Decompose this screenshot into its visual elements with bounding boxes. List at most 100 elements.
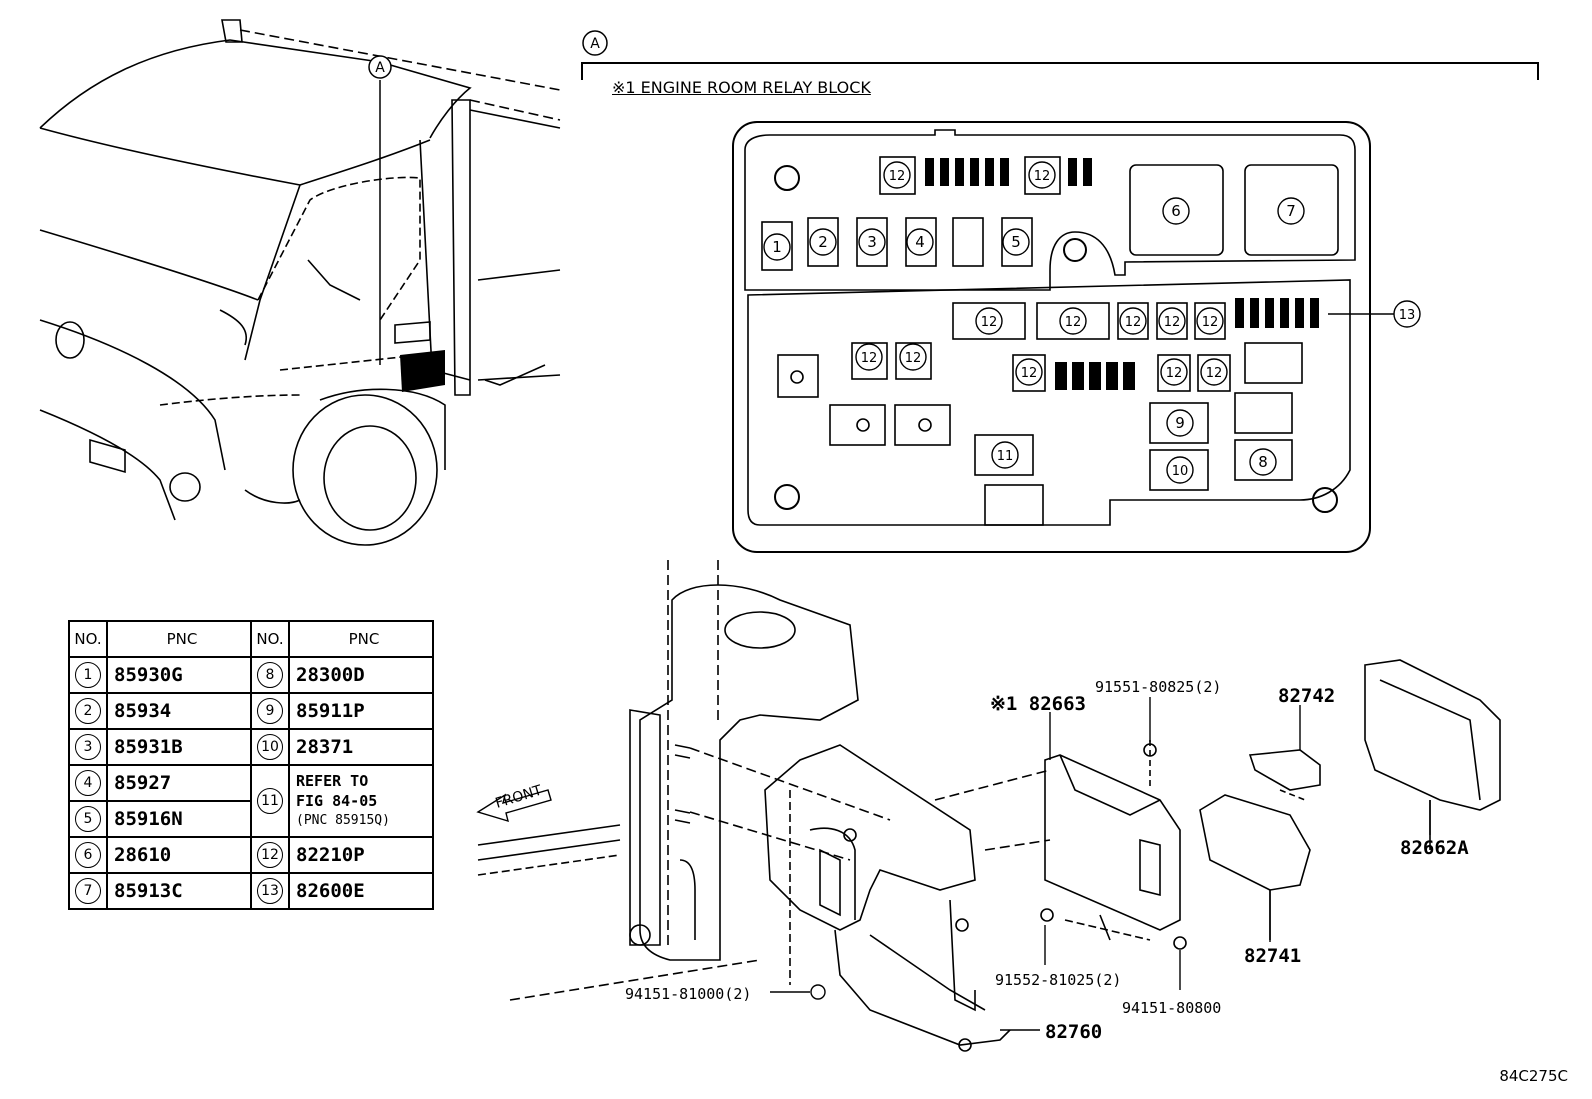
refer-line-2: FIG 84-05 [296, 792, 378, 810]
callout-number-12: 12 [1206, 366, 1223, 381]
callout-circle-12 [1059, 307, 1087, 335]
header-pnc-right: PNC [288, 620, 434, 658]
table-row: 1 85930G 8 28300D [68, 656, 434, 694]
callout-number-11: 11 [997, 449, 1014, 464]
view-a-marker-truck [368, 55, 392, 79]
callout-circle-12 [1028, 161, 1056, 189]
label-91551: 91551-80825(2) [1095, 678, 1221, 696]
callout-number-12: 12 [1166, 366, 1183, 381]
callout-circle-12 [1160, 358, 1188, 386]
callout-number-4: 4 [915, 233, 925, 251]
callout-circle-8 [1249, 448, 1277, 476]
pnc-table: NO. PNC NO. PNC 1 85930G 8 28300D 2 8593… [68, 620, 434, 910]
callout-number-9: 9 [1175, 414, 1185, 432]
row-no: 9 [257, 698, 283, 724]
callout-number-3: 3 [867, 233, 877, 251]
callout-circle-12 [1200, 358, 1228, 386]
callout-circle-12 [1158, 307, 1186, 335]
callout-number-2: 2 [818, 233, 828, 251]
callout-circle-9 [1166, 409, 1194, 437]
header-no-right: NO. [250, 620, 290, 658]
callout-circle-12 [883, 161, 911, 189]
callout-circle-3 [858, 228, 886, 256]
callout-circle-12 [975, 307, 1003, 335]
row-pnc: 85930G [106, 656, 252, 694]
fuse-strips [925, 158, 1319, 390]
callout-number-12: 12 [1034, 169, 1051, 184]
callout-number-5: 5 [1011, 233, 1021, 251]
callout-circle-12 [899, 343, 927, 371]
callout-circle-12 [1119, 307, 1147, 335]
truck-cab-illustration [39, 19, 561, 546]
row-pnc: 85927 [106, 764, 252, 802]
front-arrow: FRONT [476, 782, 552, 823]
row-no: 8 [257, 662, 283, 688]
table-row: 6 28610 12 82210P [68, 836, 434, 874]
row-pnc: 85934 [106, 692, 252, 730]
row-pnc: 85913C [106, 872, 252, 910]
callout-circle-12 [1015, 358, 1043, 386]
callout-circle-7 [1277, 197, 1305, 225]
callout-circle-11 [991, 441, 1019, 469]
callout-circle-4 [906, 228, 934, 256]
label-82742: 82742 [1278, 685, 1335, 707]
row-no: 2 [75, 698, 101, 724]
callout-number-6: 6 [1171, 202, 1181, 220]
row-no: 3 [75, 734, 101, 760]
table-row: 4 85927 11 REFER TO FIG 84-05 (PNC 85915… [68, 764, 434, 838]
table-header-row: NO. PNC NO. PNC [68, 620, 434, 658]
figure-code: 84C275C [1499, 1067, 1568, 1085]
callout-number-12: 12 [1065, 315, 1082, 330]
row-no: 4 [75, 770, 101, 796]
header-pnc-left: PNC [106, 620, 252, 658]
row-pnc: 85931B [106, 728, 252, 766]
refer-line-1: REFER TO [296, 772, 369, 790]
callout-number-12: 12 [981, 315, 998, 330]
callout-number-8: 8 [1258, 453, 1268, 471]
callout-circle-2 [809, 228, 837, 256]
label-82663: ※1 82663 [990, 693, 1086, 715]
callout-number-12: 12 [1164, 315, 1181, 330]
callout-number-1: 1 [772, 238, 782, 256]
callout-circle-12 [1196, 307, 1224, 335]
label-91552: 91552-81025(2) [995, 971, 1121, 989]
row-pnc: 85916N [106, 800, 252, 838]
row-no: 5 [75, 806, 101, 832]
row-no: 7 [75, 878, 101, 904]
view-a-bracket [581, 62, 1539, 80]
bracket-assembly-illustration [477, 560, 1501, 1052]
callout-circle-13 [1393, 300, 1421, 328]
view-a-marker-label: A [590, 36, 600, 52]
part-leaders [770, 697, 1431, 1031]
label-82662a: 82662A [1400, 837, 1469, 859]
row-no: 6 [75, 842, 101, 868]
row-pnc: 28300D [288, 656, 434, 694]
relay-block-outline [732, 121, 1371, 553]
callout-number-13: 13 [1399, 308, 1416, 323]
refer-line-3: (PNC 85915Q) [296, 813, 390, 828]
callout-number-12: 12 [1202, 315, 1219, 330]
row-no: 1 [75, 662, 101, 688]
row-refer: REFER TO FIG 84-05 (PNC 85915Q) [288, 764, 434, 838]
nut-94151-81000 [810, 984, 826, 1000]
row-no: 12 [257, 842, 283, 868]
relay-slots [761, 156, 1339, 526]
label-94151-81000: 94151-81000(2) [625, 985, 751, 1003]
row-pnc: 85911P [288, 692, 434, 730]
table-row: 2 85934 9 85911P [68, 692, 434, 730]
callout-number-10: 10 [1172, 464, 1189, 479]
callout-circle-10 [1166, 456, 1194, 484]
label-82760: 82760 [1045, 1021, 1102, 1043]
relay-block-location-mark [400, 350, 445, 392]
callout-number-12: 12 [861, 351, 878, 366]
label-82741: 82741 [1244, 945, 1301, 967]
row-pnc: 82600E [288, 872, 434, 910]
row-pnc: 82210P [288, 836, 434, 874]
callout-circle-5 [1002, 228, 1030, 256]
table-row: 5 85916N [68, 800, 433, 838]
row-no: 11 [257, 788, 283, 814]
row-pnc: 28610 [106, 836, 252, 874]
